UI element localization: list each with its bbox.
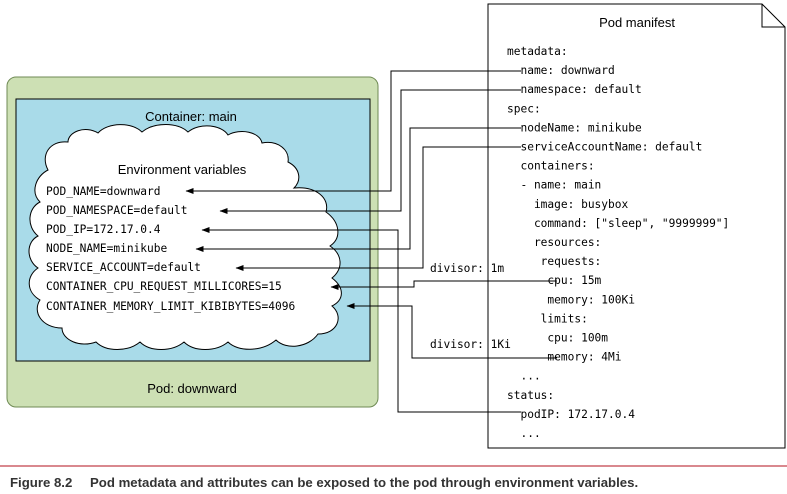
page-fold-corner	[761, 4, 785, 28]
manifest-line: serviceAccountName: default	[507, 141, 702, 154]
manifest-line: nodeName: minikube	[507, 121, 642, 134]
env-cloud-title: Environment variables	[118, 162, 247, 177]
divisor-cpu-label: divisor: 1m	[430, 262, 504, 275]
manifest-line: cpu: 100m	[507, 332, 608, 345]
manifest-line: memory: 100Ki	[507, 293, 635, 306]
env-var: POD_IP=172.17.0.4	[46, 223, 161, 236]
arrow-pod-name	[185, 70, 521, 194]
manifest-line: spec:	[507, 102, 541, 115]
manifest-line: limits:	[507, 312, 588, 325]
caption-text: Pod metadata and attributes can be expos…	[90, 475, 638, 490]
manifest-line: command: ["sleep", "9999999"]	[507, 217, 729, 230]
manifest-line: containers:	[507, 160, 595, 173]
manifest-line: status:	[507, 389, 554, 402]
arrow-service-account	[235, 146, 521, 271]
manifest-line: image: busybox	[507, 198, 629, 211]
arrow-pod-namespace	[219, 89, 521, 214]
arrow-pod-ip	[201, 227, 521, 413]
pod-label: Pod: downward	[147, 381, 237, 396]
manifest-line: requests:	[507, 255, 601, 268]
env-var: SERVICE_ACCOUNT=default	[46, 261, 201, 274]
manifest-line: resources:	[507, 236, 601, 249]
manifest-line: ...	[507, 370, 541, 383]
figure-caption: Figure 8.2 Pod metadata and attributes c…	[0, 465, 787, 490]
manifest-line: namespace: default	[507, 83, 642, 96]
manifest-line: ...	[507, 427, 541, 440]
connector-arrows	[185, 70, 557, 413]
manifest-title: Pod manifest	[599, 15, 675, 30]
env-var: POD_NAME=downward	[46, 185, 161, 198]
manifest-line: - name: main	[507, 179, 601, 192]
env-var: POD_NAMESPACE=default	[46, 204, 187, 217]
divisor-memory-label: divisor: 1Ki	[430, 338, 511, 351]
arrow-memory-limit	[346, 303, 557, 359]
container-label: Container: main	[145, 109, 237, 124]
env-var: NODE_NAME=minikube	[46, 242, 168, 255]
environment-variables-cloud: Environment variables POD_NAME=downwardP…	[28, 124, 342, 350]
pod-manifest-document: Pod manifest metadata: name: downward na…	[487, 3, 786, 449]
manifest-line: memory: 4Mi	[507, 351, 622, 364]
env-var: CONTAINER_MEMORY_LIMIT_KIBIBYTES=4096	[46, 300, 295, 313]
manifest-line: podIP: 172.17.0.4	[507, 408, 635, 421]
env-var-list: POD_NAME=downwardPOD_NAMESPACE=defaultPO…	[46, 185, 295, 313]
manifest-yaml: metadata: name: downward namespace: defa…	[507, 45, 729, 440]
env-var: CONTAINER_CPU_REQUEST_MILLICORES=15	[46, 280, 282, 293]
manifest-line: name: downward	[507, 64, 615, 77]
arrow-node-name	[195, 127, 521, 252]
arrow-cpu-request	[330, 280, 557, 290]
manifest-line: metadata:	[507, 45, 568, 58]
caption-figure-number: Figure 8.2	[10, 475, 72, 490]
